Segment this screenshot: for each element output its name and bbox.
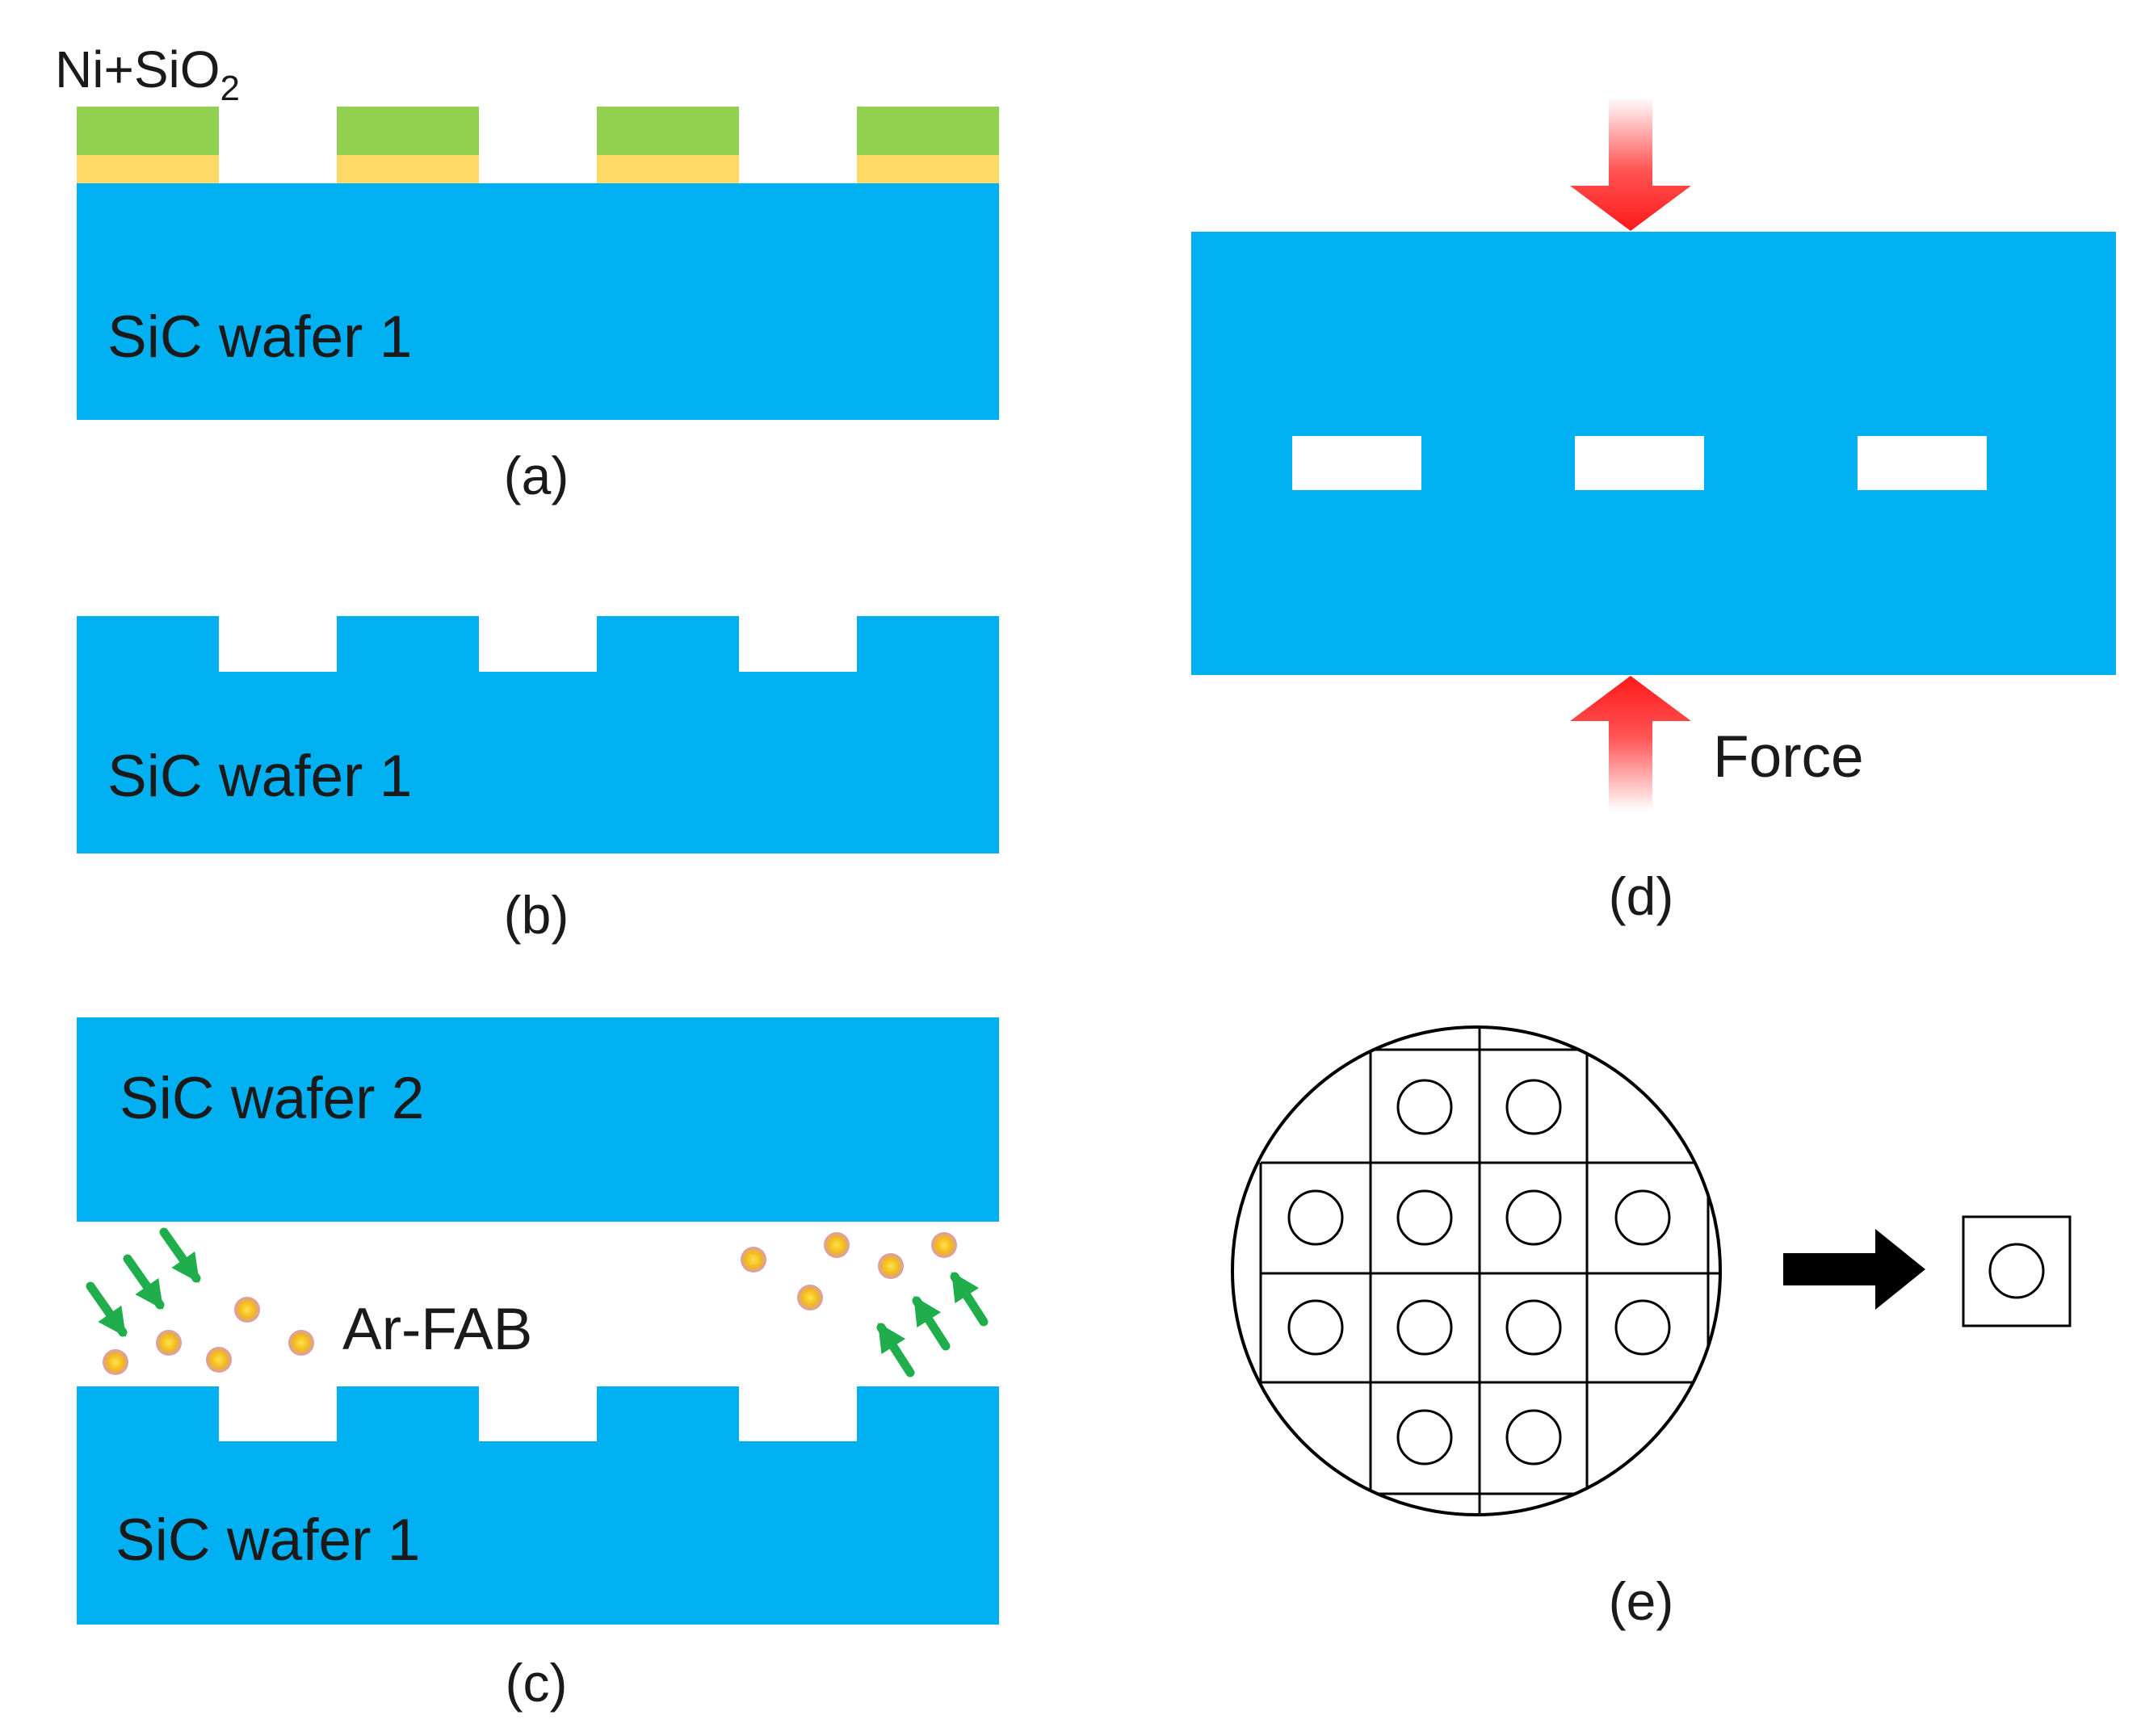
wafer-label: SiC wafer 1 <box>107 304 412 370</box>
argon-atom-icon <box>206 1347 232 1373</box>
argon-atom-icon <box>288 1330 314 1356</box>
device-circle-icon <box>1614 1299 1671 1356</box>
sealed-cavity-1 <box>1292 436 1421 490</box>
mask-nickel-2 <box>337 107 479 155</box>
wafer-disc-icon <box>1231 1025 1722 1516</box>
die-circles <box>1287 1079 1671 1466</box>
device-circle-icon <box>1396 1409 1453 1466</box>
device-circle-icon <box>1505 1079 1562 1135</box>
argon-atom-icon <box>931 1232 957 1258</box>
sealed-cavity-3 <box>1858 436 1987 490</box>
sealed-cavity-2 <box>1575 436 1704 490</box>
beam-label: Ar-FAB <box>342 1297 532 1362</box>
mask-oxide-3 <box>597 155 739 183</box>
mask-nickel-4 <box>857 107 999 155</box>
beam-arrows-right <box>876 1272 989 1377</box>
device-circle-icon <box>1505 1409 1562 1466</box>
argon-atom-icon <box>741 1247 766 1273</box>
argon-atom-icon <box>797 1285 823 1310</box>
wafer-outline <box>1231 1025 1722 1516</box>
panel-e: (e) <box>1231 1025 2072 1631</box>
arrow-down-icon <box>1570 97 1691 231</box>
argon-atom-icon <box>234 1297 260 1323</box>
sic-wafer-1-a <box>77 183 999 420</box>
panel-a: Ni+SiO2 SiC wafer 1 (a) <box>55 40 999 505</box>
mask-oxide-4 <box>857 155 999 183</box>
panel-b: SiC wafer 1 (b) <box>77 616 999 945</box>
beam-arrow-icon <box>159 1227 201 1283</box>
mask-oxide-2 <box>337 155 479 183</box>
caption-d: (d) <box>1609 866 1674 926</box>
device-circle-icon <box>1396 1189 1453 1246</box>
mask-oxide-1 <box>77 155 219 183</box>
device-circle-icon <box>1287 1299 1344 1356</box>
top-wafer-label: SiC wafer 2 <box>120 1066 424 1131</box>
argon-atoms <box>103 1232 957 1375</box>
bottom-wafer-label: SiC wafer 1 <box>115 1507 420 1573</box>
mask-nickel-3 <box>597 107 739 155</box>
caption-a: (a) <box>504 446 569 505</box>
argon-atom-icon <box>103 1349 128 1375</box>
beam-arrow-icon <box>86 1281 128 1337</box>
chip-die-icon <box>1962 1215 2072 1327</box>
beam-arrow-icon <box>876 1323 915 1377</box>
force-label: Force <box>1713 724 1864 790</box>
arrow-up-icon <box>1570 676 1691 811</box>
sic-wafer-1-c <box>77 1386 999 1625</box>
sic-wafer-1-b <box>77 616 999 853</box>
mask-nickel-1 <box>77 107 219 155</box>
panel-d: Force (d) <box>1191 97 2116 926</box>
device-circle-icon <box>1396 1299 1453 1356</box>
beam-arrow-icon <box>123 1254 165 1310</box>
device-circle-icon <box>1396 1079 1453 1135</box>
caption-b: (b) <box>504 885 569 945</box>
device-circle-icon <box>1505 1189 1562 1246</box>
wafer-label: SiC wafer 1 <box>107 744 412 809</box>
beam-arrow-icon <box>912 1296 951 1351</box>
caption-e: (e) <box>1609 1571 1674 1631</box>
device-circle-icon <box>1287 1189 1344 1246</box>
argon-atom-icon <box>878 1253 904 1279</box>
device-circle-icon <box>1614 1189 1671 1246</box>
arrow-right-icon <box>1783 1229 1925 1310</box>
beam-arrows-left <box>86 1227 201 1337</box>
argon-atom-icon <box>824 1232 850 1258</box>
device-circle-icon <box>1505 1299 1562 1356</box>
argon-atom-icon <box>156 1330 182 1356</box>
panel-c: SiC wafer 2 SiC wafer 1 Ar- <box>77 1017 999 1713</box>
mask-label: Ni+SiO2 <box>55 40 240 108</box>
caption-c: (c) <box>506 1653 568 1713</box>
sic-wafer-2 <box>77 1017 999 1222</box>
beam-arrow-icon <box>950 1272 989 1327</box>
